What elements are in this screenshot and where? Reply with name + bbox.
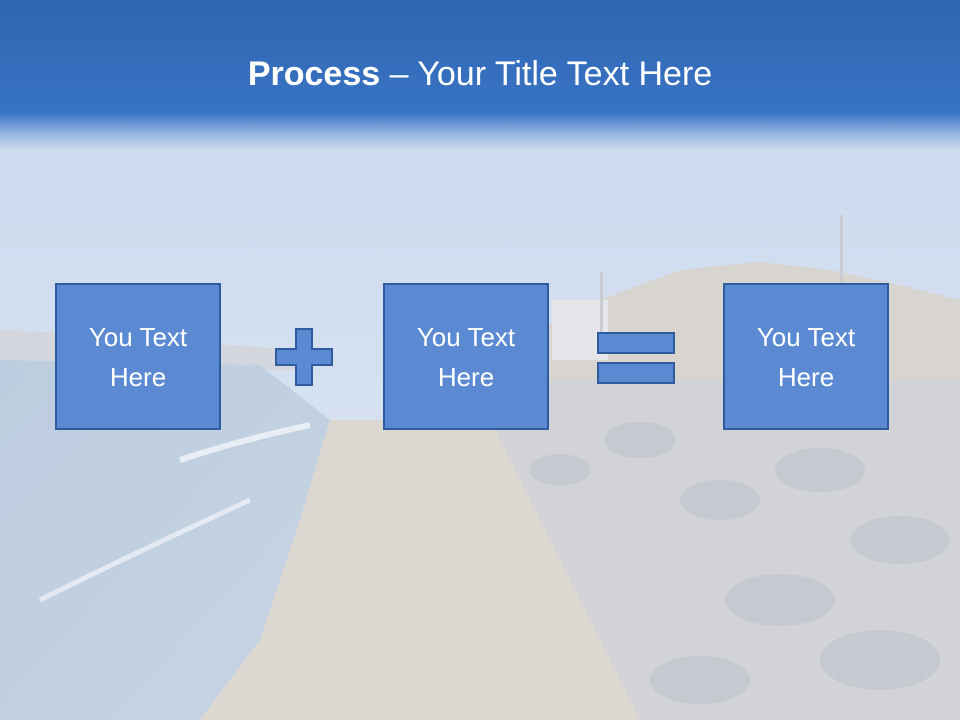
process-box-2-text: You Text Here bbox=[416, 321, 516, 392]
title-bold: Process bbox=[247, 55, 381, 93]
equals-icon bbox=[597, 332, 675, 384]
process-box-2[interactable]: You Text Here bbox=[383, 283, 549, 430]
title-rest: – Your Title Text Here bbox=[380, 55, 713, 93]
title-bar bbox=[0, 0, 960, 150]
plus-icon bbox=[275, 328, 333, 386]
slide-title: Process – Your Title Text Here bbox=[0, 52, 960, 96]
process-box-3-text: You Text Here bbox=[756, 321, 856, 392]
process-box-3[interactable]: You Text Here bbox=[723, 283, 889, 430]
process-box-1[interactable]: You Text Here bbox=[55, 283, 221, 430]
process-box-1-text: You Text Here bbox=[88, 321, 188, 392]
